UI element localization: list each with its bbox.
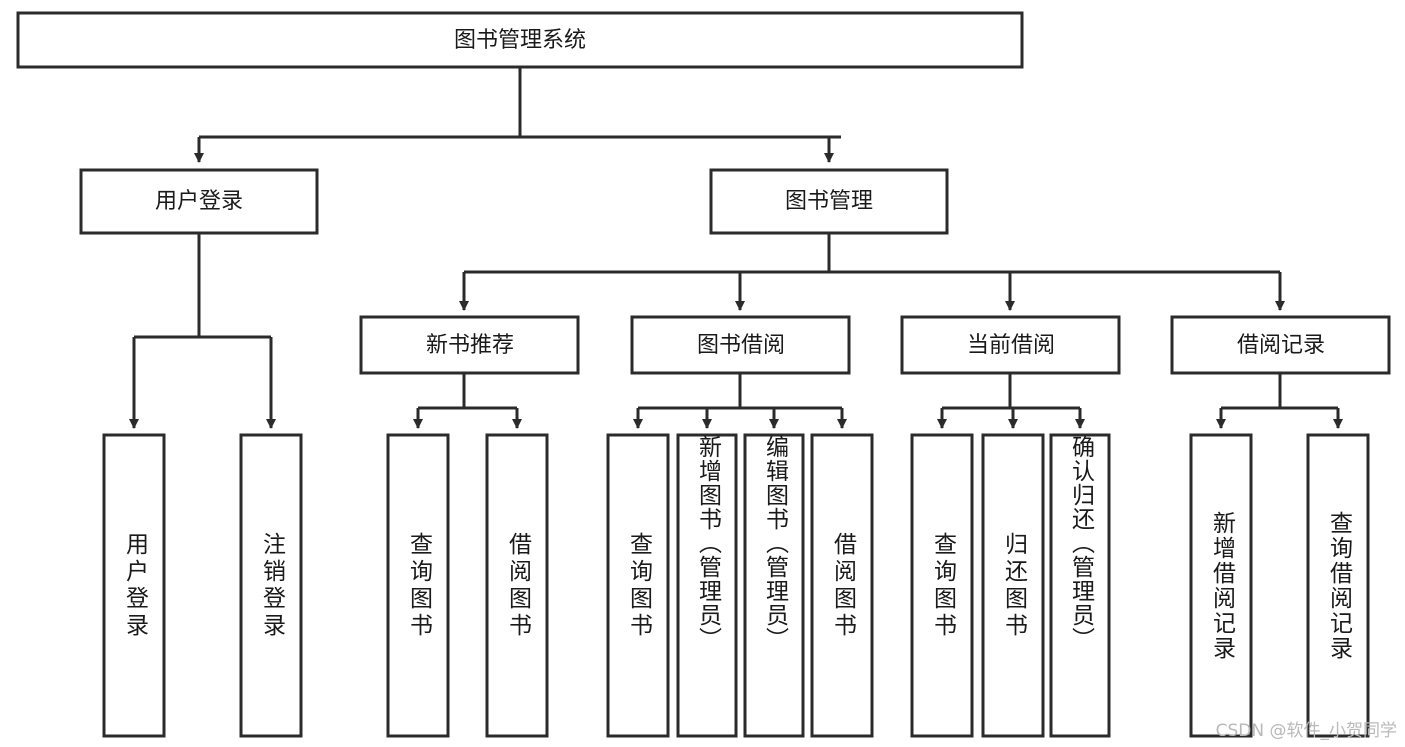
leaf-box-query-book-1[interactable]	[386, 433, 450, 738]
node-root[interactable]: 图书管理系统	[16, 11, 1024, 69]
leaf-box-edit-book-admin[interactable]	[743, 433, 805, 738]
edges-book-manage-to-level3	[459, 233, 1285, 311]
node-root-label: 图书管理系统	[454, 28, 586, 53]
node-root-box[interactable]	[16, 11, 1024, 69]
leaf-box-query-book-3[interactable]	[910, 433, 974, 738]
edges-user-login-to-leaves	[129, 233, 276, 429]
leaf-box-query-book-2[interactable]	[606, 433, 670, 738]
edges-book-borrow-to-leaves	[633, 373, 847, 429]
node-user-login-box[interactable]	[79, 168, 319, 235]
node-borrow-record-label: 借阅记录	[1237, 333, 1325, 358]
leaf-box-logout-login[interactable]	[239, 433, 303, 738]
node-book-manage-label: 图书管理	[785, 189, 873, 214]
node-current-borrow-box[interactable]	[900, 315, 1121, 375]
node-current-borrow-label: 当前借阅	[967, 333, 1055, 358]
edges-borrow-record-to-leaves	[1216, 373, 1343, 429]
edges-root-to-level2	[194, 67, 841, 163]
node-book-manage-box[interactable]	[709, 168, 949, 235]
node-user-login[interactable]: 用户登录	[79, 168, 319, 235]
leaf-box-user-login[interactable]	[102, 433, 166, 738]
leaf-box-query-borrow-record[interactable]	[1306, 433, 1370, 738]
leaf-box-borrow-book-2[interactable]	[810, 433, 874, 738]
node-borrow-record[interactable]: 借阅记录	[1170, 315, 1391, 375]
edges-current-borrow-to-leaves	[937, 373, 1085, 429]
edges-new-book-recommend-to-leaves	[413, 373, 522, 429]
node-book-borrow[interactable]: 图书借阅	[630, 315, 851, 375]
leaf-boxes	[102, 433, 1370, 738]
leaf-box-return-book[interactable]	[981, 433, 1045, 738]
watermark-text: CSDN @软件_小贺同学	[1215, 721, 1397, 741]
node-borrow-record-box[interactable]	[1170, 315, 1391, 375]
node-current-borrow[interactable]: 当前借阅	[900, 315, 1121, 375]
leaf-box-confirm-return-admin[interactable]	[1049, 433, 1111, 738]
leaf-box-add-borrow-record[interactable]	[1189, 433, 1253, 738]
node-book-borrow-label: 图书借阅	[697, 333, 785, 358]
leaf-box-add-book-admin[interactable]	[676, 433, 738, 738]
node-new-book-recommend-box[interactable]	[359, 315, 580, 375]
node-book-manage[interactable]: 图书管理	[709, 168, 949, 235]
node-book-borrow-box[interactable]	[630, 315, 851, 375]
leaf-box-borrow-book-1[interactable]	[485, 433, 549, 738]
node-new-book-recommend[interactable]: 新书推荐	[359, 315, 580, 375]
node-new-book-recommend-label: 新书推荐	[426, 333, 514, 358]
node-user-login-label: 用户登录	[155, 189, 243, 214]
